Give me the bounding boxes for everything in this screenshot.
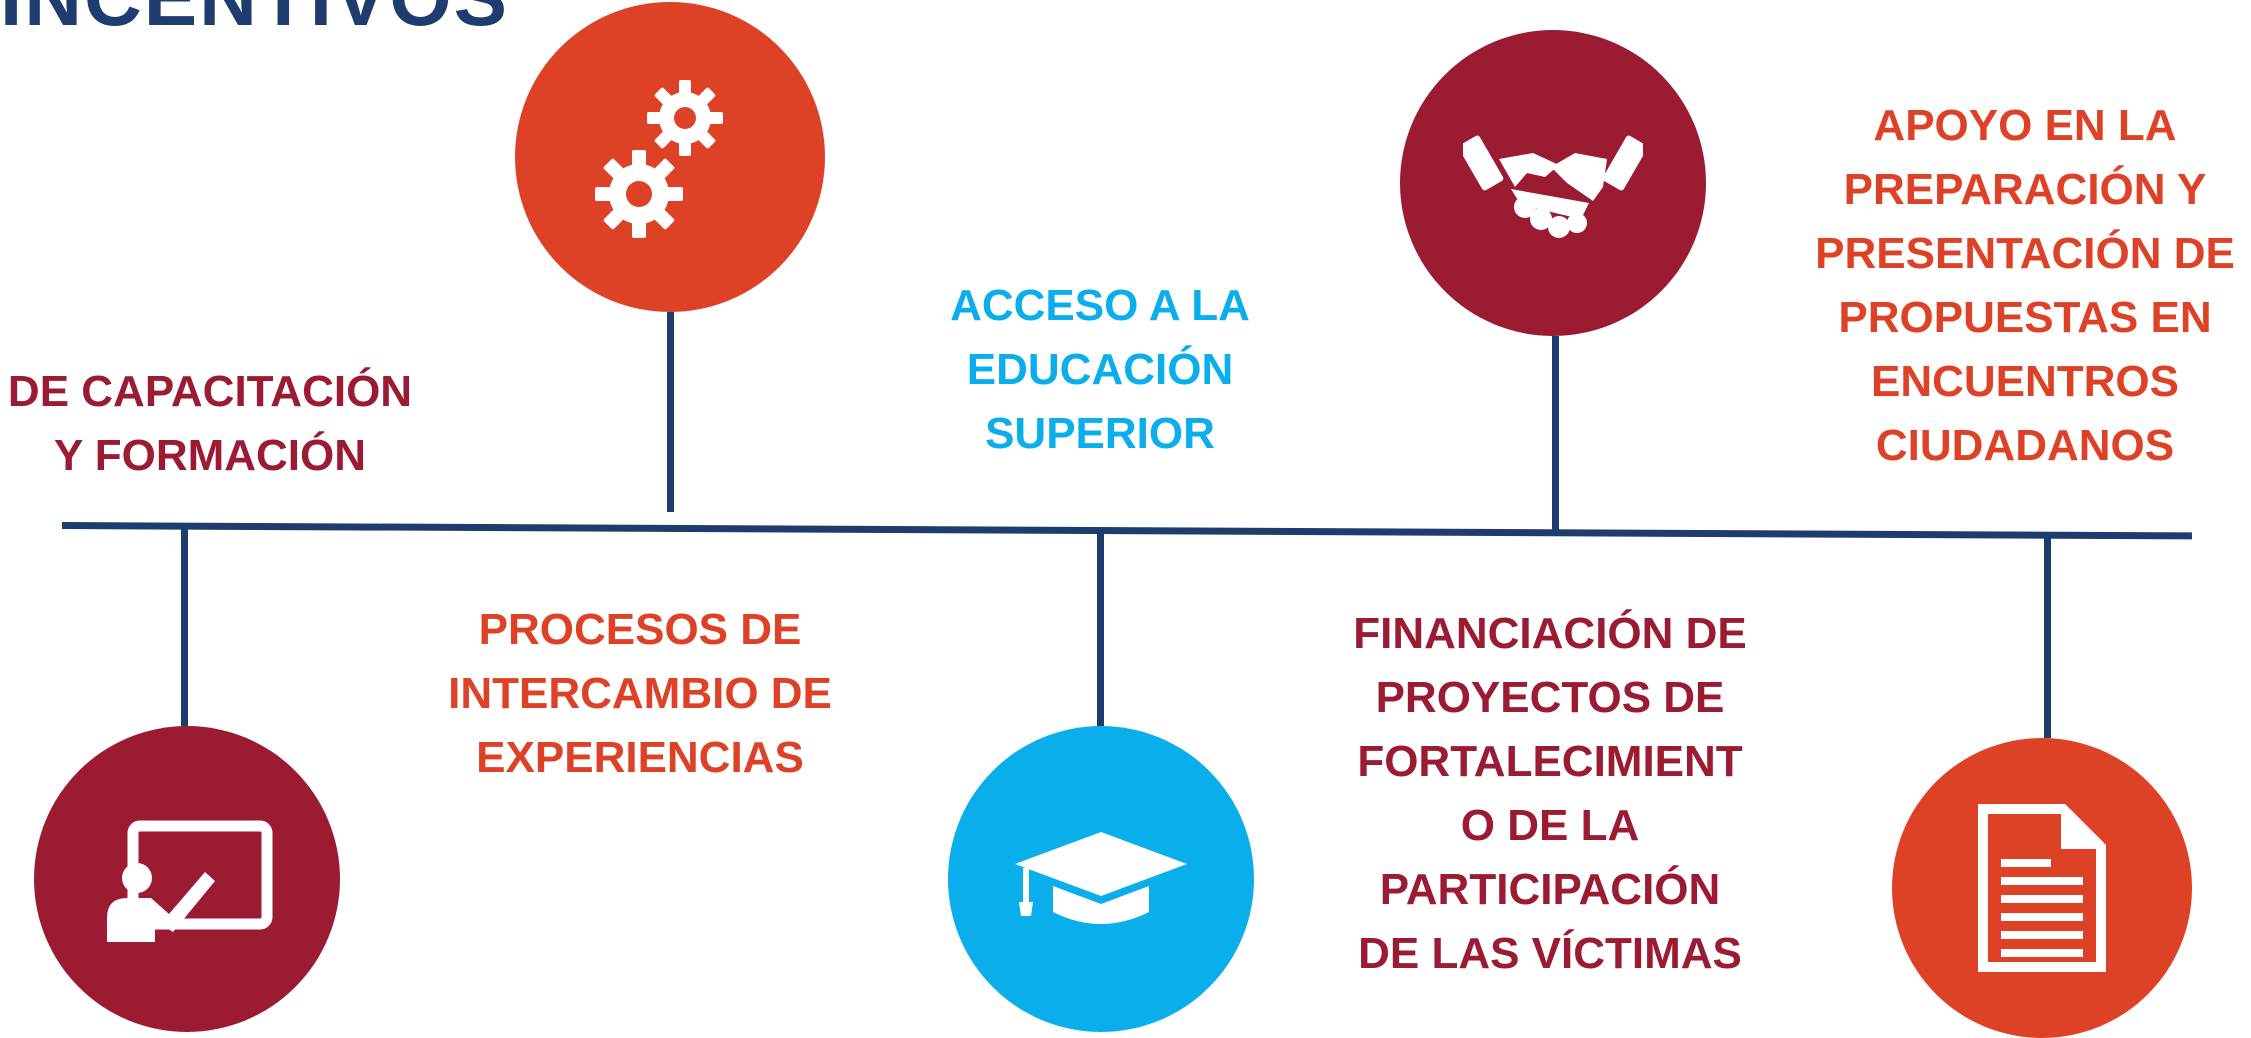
label-line: Y FORMACIÓN [53, 431, 367, 480]
label-line: EDUCACIÓN [966, 345, 1234, 394]
label-capacitacion: DE CAPACITACIÓN Y FORMACIÓN [0, 360, 420, 488]
label-line: DE CAPACITACIÓN [7, 367, 413, 416]
handshake-icon [1463, 123, 1643, 243]
label-line: PROYECTOS DE [1375, 673, 1725, 722]
label-line: EXPERIENCIAS [476, 733, 804, 782]
stem-apoyo [2044, 536, 2051, 738]
label-apoyo: APOYO EN LA PREPARACIÓN Y PRESENTACIÓN D… [1810, 94, 2240, 478]
circle-financiacion [1400, 30, 1706, 336]
label-intercambio: PROCESOS DE INTERCAMBIO DE EXPERIENCIAS [440, 598, 840, 790]
graduation-cap-icon [1011, 824, 1191, 934]
label-line: PREPARACIÓN Y [1843, 165, 2207, 214]
label-line: PROCESOS DE [478, 605, 802, 654]
label-line: ACCESO A LA [950, 281, 1250, 330]
label-line: SUPERIOR [985, 409, 1215, 458]
stem-educacion [1097, 530, 1104, 726]
label-line: CIUDADANOS [1875, 421, 2175, 470]
gears-icon [595, 72, 745, 242]
stem-financiacion [1552, 336, 1559, 534]
label-line: INTERCAMBIO DE [448, 669, 832, 718]
label-line: FORTALECIMIENT [1357, 737, 1743, 786]
label-financiacion: FINANCIACIÓN DE PROYECTOS DE FORTALECIMI… [1340, 602, 1760, 986]
label-line: PRESENTACIÓN DE [1815, 229, 2235, 278]
circle-intercambio [515, 2, 825, 312]
label-line: DE LAS VÍCTIMAS [1358, 929, 1742, 978]
document-icon [1977, 803, 2107, 973]
circle-educacion [948, 726, 1254, 1032]
label-line: FINANCIACIÓN DE [1353, 609, 1747, 658]
label-line: PROPUESTAS EN [1838, 293, 2212, 342]
label-line: PARTICIPACIÓN [1379, 865, 1721, 914]
page-heading: INCENTIVOS [0, 0, 509, 44]
circle-apoyo [1892, 738, 2192, 1038]
stem-capacitacion [181, 528, 188, 726]
stem-intercambio [667, 312, 674, 512]
teacher-board-icon [97, 814, 277, 944]
timeline-line [61, 522, 2192, 540]
circle-capacitacion [34, 726, 340, 1032]
label-educacion: ACCESO A LA EDUCACIÓN SUPERIOR [910, 274, 1290, 466]
label-line: ENCUENTROS [1870, 357, 2180, 406]
label-line: O DE LA [1460, 801, 1640, 850]
label-line: APOYO EN LA [1873, 101, 2177, 150]
